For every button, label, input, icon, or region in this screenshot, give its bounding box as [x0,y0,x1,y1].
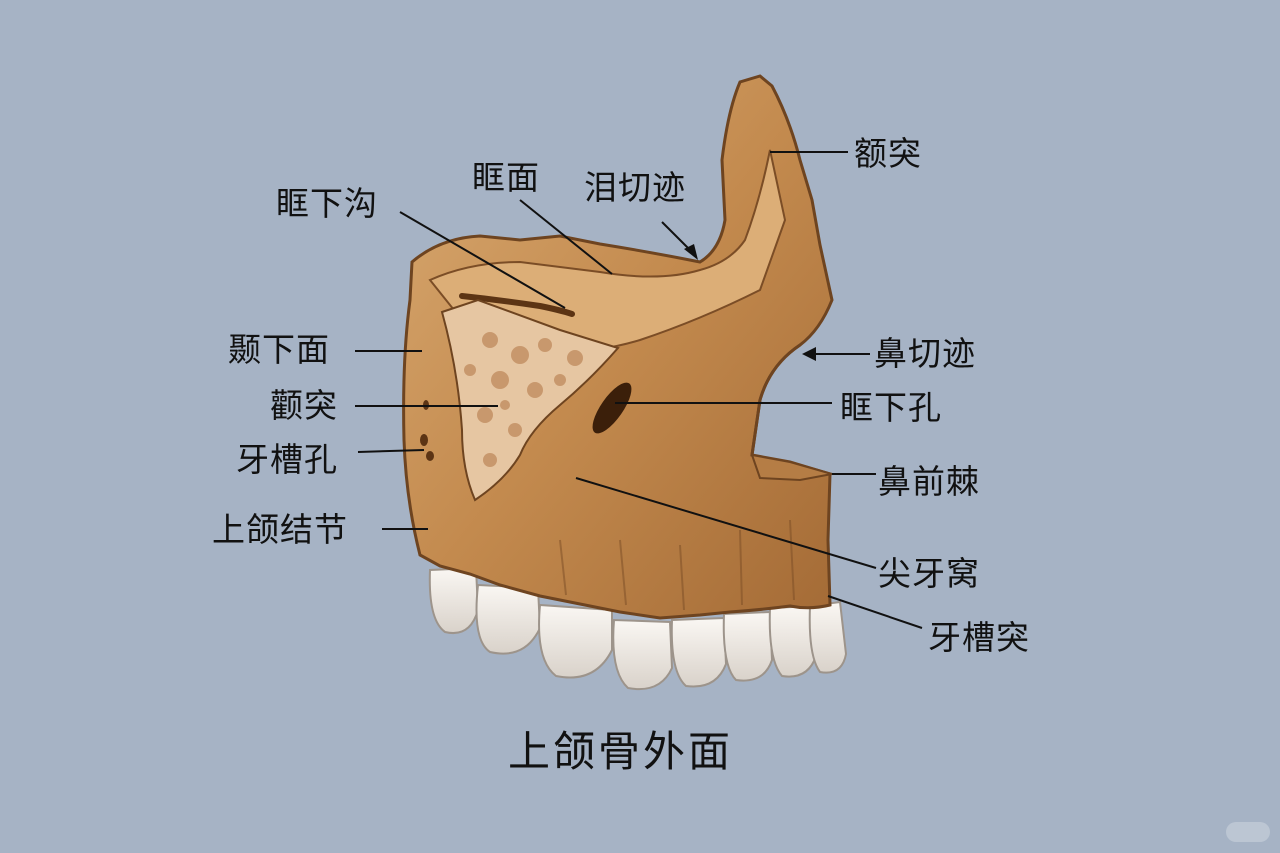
anterior-nasal-spine [750,453,833,482]
zygomatic-process [440,298,620,502]
arrowheads [684,244,816,361]
label-lacrimal-notch: 泪切迹 [584,168,686,207]
label-infratemporal-surface: 颞下面 [228,330,330,369]
teeth [428,566,848,690]
label-infraorbital-groove: 眶下沟 [276,184,378,223]
infraorbital-foramen [592,382,632,434]
figure-caption: 上颌骨外面 [508,727,734,776]
nasal-notch-edge [750,343,801,456]
infraorbital-groove [459,293,575,317]
label-anterior-nasal-spine: 鼻前棘 [878,462,980,501]
label-infraorbital-foramen: 眶下孔 [840,388,942,427]
alveolar-foramina [420,400,434,461]
label-alveolar-foramina: 牙槽孔 [236,440,338,479]
label-nasal-notch: 鼻切迹 [874,334,976,373]
label-frontal-process: 额突 [854,134,922,173]
leader-lines [355,151,923,629]
cancellous-pattern [464,332,583,467]
label-maxillary-tuberosity: 上颌结节 [212,510,348,549]
label-alveolar-process: 牙槽突 [928,618,1030,657]
label-canine-fossa: 尖牙窝 [878,554,980,593]
watermark-badge [1226,822,1270,842]
label-orbital-surface: 眶面 [472,158,540,197]
label-zygomatic-process: 颧突 [270,386,338,425]
alveolar-ridges [559,519,795,611]
